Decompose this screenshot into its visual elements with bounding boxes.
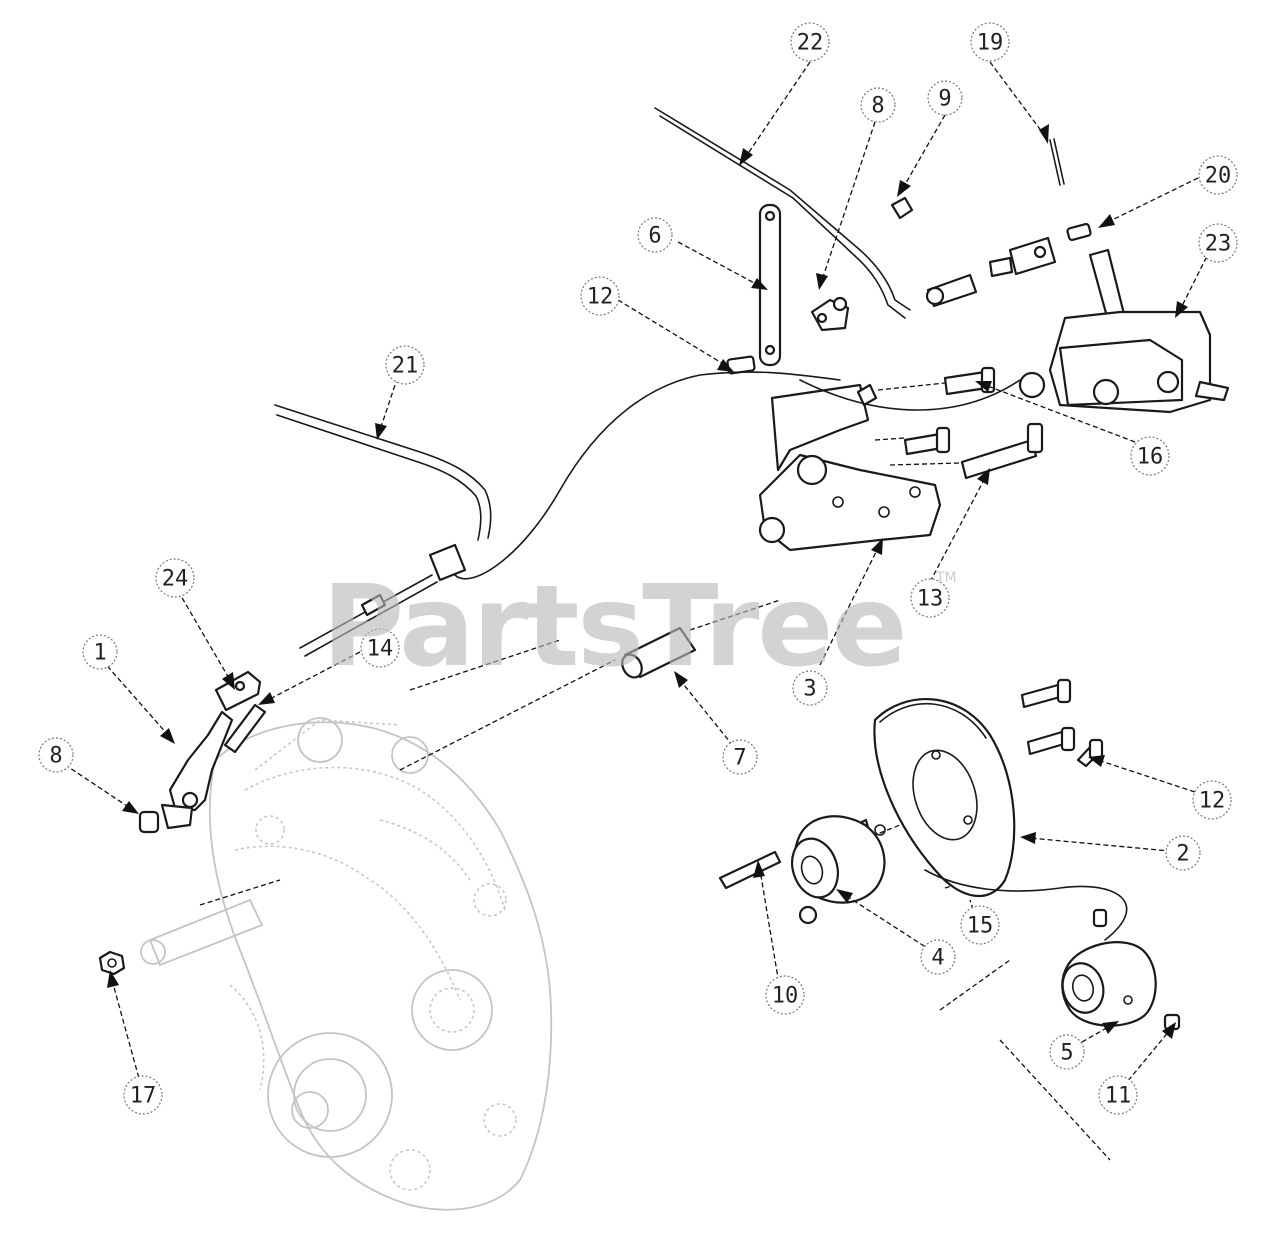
svg-text:21: 21: [392, 354, 419, 379]
part-14-pin: [223, 703, 267, 754]
svg-text:15: 15: [967, 914, 994, 939]
svg-text:PartsTree: PartsTree: [322, 562, 905, 692]
callout-13: 13: [910, 578, 950, 618]
svg-text:10: 10: [772, 984, 799, 1009]
callout-5: 5: [1049, 1034, 1085, 1070]
part-15-cable-loop: [924, 869, 1128, 941]
callout-17: 17: [123, 1075, 163, 1115]
part-5-collar-hub: [1061, 908, 1157, 1027]
callout-6: 6: [637, 217, 673, 253]
svg-text:6: 6: [648, 224, 661, 249]
part-7-spacer-tube: [621, 626, 697, 679]
svg-text:16: 16: [1137, 445, 1164, 470]
callout-15: 15: [960, 905, 1000, 945]
callout-23: 23: [1198, 223, 1238, 263]
part-8-clip-upper: [810, 296, 850, 332]
svg-text:23: 23: [1205, 232, 1232, 257]
part-9-cable-end: [890, 196, 1057, 308]
callout-21: 21: [385, 345, 425, 385]
callout-20: 20: [1198, 155, 1238, 195]
callout-4: 4: [920, 939, 956, 975]
callout-1: 1: [82, 634, 118, 670]
callout-9: 9: [927, 80, 963, 116]
part-13-long-bolt: [960, 422, 1044, 480]
callout-2: 2: [1165, 835, 1201, 871]
callout-11: 11: [1098, 1075, 1138, 1115]
svg-text:14: 14: [367, 637, 394, 662]
svg-text:19: 19: [977, 31, 1004, 56]
callout-3: 3: [792, 670, 828, 706]
svg-text:2: 2: [1176, 842, 1189, 867]
callout-24: 24: [155, 558, 195, 598]
callout-7: 7: [722, 739, 758, 775]
svg-text:24: 24: [162, 567, 189, 592]
part-24-clevis: [214, 670, 262, 712]
svg-text:8: 8: [49, 744, 62, 769]
svg-text:7: 7: [733, 746, 746, 771]
callout-22: 22: [790, 22, 830, 62]
svg-text:11: 11: [1105, 1084, 1132, 1109]
part-6-link-strap: [758, 203, 782, 367]
svg-text:17: 17: [130, 1084, 157, 1109]
svg-text:4: 4: [931, 946, 944, 971]
svg-text:22: 22: [797, 31, 824, 56]
svg-text:5: 5: [1060, 1041, 1073, 1066]
transmission-ghost: [140, 717, 553, 1211]
svg-text:8: 8: [871, 94, 884, 119]
callout-8-lower: 8: [38, 737, 74, 773]
svg-text:3: 3: [803, 677, 816, 702]
part-22-control-rod: [654, 107, 911, 319]
svg-text:12: 12: [1199, 789, 1226, 814]
part-4-hub: [791, 815, 886, 925]
callout-10: 10: [765, 975, 805, 1015]
svg-text:20: 20: [1205, 164, 1232, 189]
callout-19: 19: [970, 22, 1010, 62]
part-12-bolts-lower: [1020, 678, 1104, 768]
part-21-cable: [274, 371, 1021, 657]
callout-leaders: [57, 61, 1211, 1094]
callout-14: 14: [360, 628, 400, 668]
partstree-watermark: PartsTree TM: [322, 562, 957, 692]
svg-text:9: 9: [938, 87, 951, 112]
svg-text:13: 13: [917, 587, 944, 612]
callout-8-upper: 8: [860, 87, 896, 123]
part-16-bolts: [903, 366, 996, 456]
callout-12-upper: 12: [580, 276, 620, 316]
part-19-pin: [1049, 138, 1065, 186]
callout-16: 16: [1130, 436, 1170, 476]
part-8-nut-lower: [138, 810, 160, 834]
svg-text:TM: TM: [935, 570, 957, 586]
part-1-lever-arm: [160, 710, 234, 830]
part-3-mounting-bracket: [758, 383, 942, 552]
svg-text:1: 1: [93, 641, 106, 666]
part-10-key: [718, 850, 782, 890]
part-20-bolt: [1066, 222, 1092, 242]
callout-12-lower: 12: [1192, 780, 1232, 820]
part-17-hex-nut: [98, 950, 126, 976]
svg-text:12: 12: [587, 285, 614, 310]
part-23-bracket-assembly: [1018, 248, 1230, 414]
